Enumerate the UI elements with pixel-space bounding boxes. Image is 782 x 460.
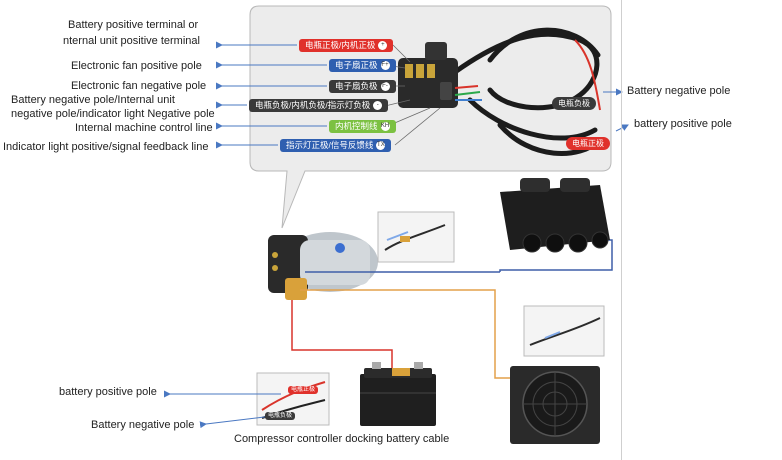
tag-harness-negative: 电瓶负极 (552, 97, 596, 110)
label-negative-pole-2: negative pole/indicator light Negative p… (11, 108, 215, 120)
plus-icon: + (378, 41, 388, 51)
tag-text: 电子扇负极 (335, 81, 378, 91)
label-indicator-line: Indicator light positive/signal feedback… (3, 141, 209, 153)
label-control-line: Internal machine control line (75, 122, 213, 134)
tag-battery-negative: 电瓶负极/内机负极/指示灯负极- (249, 99, 389, 112)
harness-cable (452, 27, 603, 156)
compressor (268, 232, 378, 300)
tag-text: 电瓶负极/内机负极/指示灯负极 (255, 100, 371, 110)
minus-icon: - (373, 101, 383, 111)
label-bottom-battery-negative: Battery negative pole (91, 419, 195, 431)
harness-connector (398, 42, 482, 108)
evaporator-unit (500, 178, 610, 253)
label-negative-pole-1: Battery negative pole/Internal unit (11, 94, 175, 106)
kh-icon: KH (380, 122, 390, 132)
control-wire-inset (377, 211, 455, 263)
inset-tag-negative: 电瓶负极 (265, 412, 296, 420)
label-bottom-battery-positive: battery positive pole (59, 386, 157, 398)
inset-tag-positive: 电瓶正极 (288, 386, 319, 394)
label-right-battery-positive: battery positive pole (634, 118, 732, 130)
tx-icon: TX (376, 141, 386, 151)
caption-battery-cable: Compressor controller docking battery ca… (234, 433, 450, 445)
tag-battery-positive: 电瓶正极/内机正极+ (299, 39, 394, 52)
battery (360, 362, 436, 426)
condenser-fan (510, 366, 600, 444)
tag-text: 电子扇正极 (335, 60, 378, 70)
tag-text: 内机控制线 (335, 121, 378, 131)
fan-plus-icon: F+ (380, 61, 390, 71)
tag-harness-positive: 电瓶正极 (566, 137, 610, 150)
label-fan-positive: Electronic fan positive pole (71, 60, 202, 72)
separator-line (621, 0, 622, 460)
tag-text: 指示灯正极/信号反馈线 (286, 140, 374, 150)
label-internal-positive-terminal: nternal unit positive terminal (63, 35, 200, 47)
fan-minus-icon: F- (380, 82, 390, 92)
label-fan-negative: Electronic fan negative pole (71, 80, 207, 92)
tag-text: 电瓶正极/内机正极 (305, 40, 376, 50)
label-battery-positive-terminal: Battery positive terminal or (68, 19, 199, 31)
label-right-battery-negative: Battery negative pole (627, 85, 731, 97)
fan-wire-inset (523, 305, 605, 357)
